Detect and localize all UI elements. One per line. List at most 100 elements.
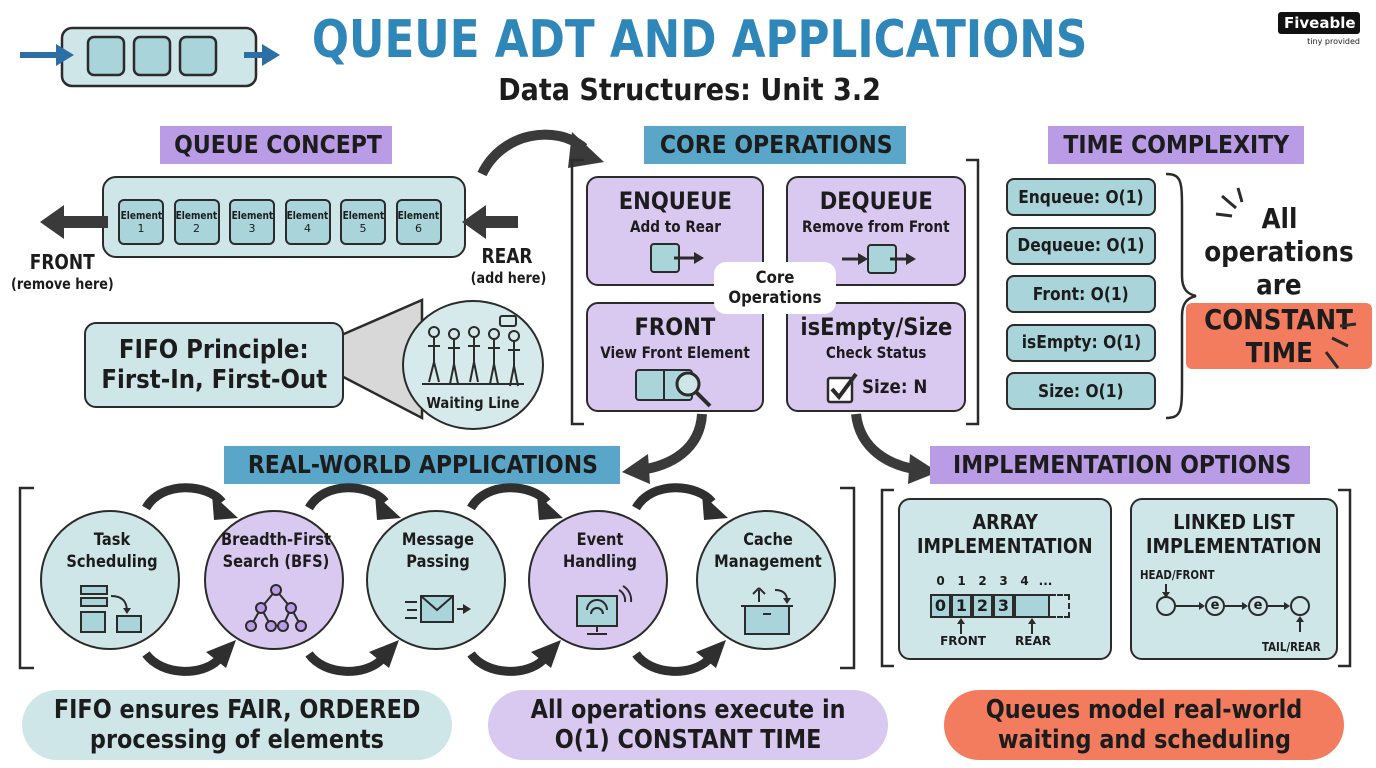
array-cell: 3 <box>993 594 1014 618</box>
array-index: ... <box>1038 574 1053 588</box>
queue-element-number: 2 <box>193 222 200 235</box>
application-arrow-top <box>632 483 716 511</box>
checkbox-icon <box>826 372 858 404</box>
front-op-subtitle: View Front Element <box>600 342 750 362</box>
note-line-1: All <box>1261 201 1297 235</box>
task-scheduling-icon <box>80 585 142 633</box>
application-title-1: Event <box>576 530 624 550</box>
linked-list-implementation-card: LINKED LIST IMPLEMENTATION <box>1130 498 1338 660</box>
footer-left-line-1: FIFO ensures FAIR, ORDERED <box>53 695 421 725</box>
complexity-item: Size: O(1) <box>1006 372 1156 410</box>
front-label: FRONT <box>29 250 95 274</box>
application-arrow-bottom <box>142 651 222 676</box>
queue-element-label: Element <box>175 209 218 222</box>
queue-element-label: Element <box>342 209 384 222</box>
application-arrow-top <box>467 483 551 511</box>
emphasis-lines-icon <box>1215 187 1357 369</box>
dequeue-subtitle: Remove from Front <box>802 216 950 236</box>
linked-list-node <box>1156 596 1176 616</box>
footer-left-line-2: processing of elements <box>89 725 385 755</box>
complexity-item: Front: O(1) <box>1006 275 1156 313</box>
fifo-principle-box: FIFO Principle: First-In, First-Out <box>84 322 344 408</box>
note-highlight-2: TIME <box>1245 335 1313 369</box>
linked-list-node <box>1290 596 1310 616</box>
head-front-label: HEAD/FRONT <box>1140 568 1215 582</box>
array-index: 4 <box>1020 574 1029 588</box>
linked-title-2: IMPLEMENTATION <box>1146 534 1322 558</box>
application-arrowhead-bottom <box>206 640 236 668</box>
application-arrowhead-bottom <box>369 640 399 668</box>
dequeue-card: DEQUEUE Remove from Front <box>786 176 966 286</box>
envelope-icon <box>405 595 471 623</box>
enqueue-subtitle: Add to Rear <box>629 216 721 236</box>
application-arrow-bottom <box>467 651 547 676</box>
array-title-2: IMPLEMENTATION <box>917 534 1093 558</box>
time-complexity-heading: TIME COMPLEXITY <box>1048 126 1304 164</box>
array-implementation-card: ARRAY IMPLEMENTATION <box>898 498 1112 660</box>
array-index: 3 <box>999 574 1008 588</box>
array-overflow-cell <box>1050 594 1070 618</box>
front-op-title: FRONT <box>634 313 716 341</box>
queue-concept-heading: QUEUE CONCEPT <box>160 126 392 164</box>
array-cell <box>1014 594 1050 618</box>
footer-middle-line-2: O(1) CONSTANT TIME <box>554 725 822 755</box>
complexity-note: All operations are CONSTANT TIME <box>1186 200 1372 370</box>
fifo-line-2: First-In, First-Out <box>101 365 327 395</box>
array-front-label: FRONT <box>940 634 986 648</box>
complexity-item-text: isEmpty: O(1) <box>1021 332 1141 353</box>
queue-element-label: Element <box>120 209 162 222</box>
note-highlight-1: CONSTANT <box>1204 302 1354 336</box>
ops-to-apps-arrow <box>622 413 707 484</box>
application-arrowhead-bottom <box>531 640 561 668</box>
bracket-apps <box>18 486 856 670</box>
complexity-item: Enqueue: O(1) <box>1006 178 1156 216</box>
queue-element-number: 5 <box>359 222 367 235</box>
core-operations-center-label: Core Operations <box>714 262 836 314</box>
bracket-ops <box>570 158 980 426</box>
isempty-card: isEmpty/Size Check Status <box>786 302 966 412</box>
application-title-2: Handling <box>563 552 637 572</box>
queue-element-number: 1 <box>137 222 145 235</box>
application-title-1: Task <box>93 530 131 550</box>
complexity-item-text: Enqueue: O(1) <box>1018 186 1144 208</box>
array-index: 2 <box>978 574 987 588</box>
application-arrowhead-bottom <box>696 640 726 668</box>
page-title: QUEUE ADT AND APPLICATIONS <box>312 10 1088 70</box>
front-arrow-icon <box>40 205 108 239</box>
footer-pill-right: Queues model real-world waiting and sche… <box>944 690 1344 760</box>
array-cell: 2 <box>972 594 993 618</box>
linked-list-node: e <box>1248 596 1268 616</box>
footer-right-line-2: waiting and scheduling <box>997 725 1291 755</box>
implementation-heading: IMPLEMENTATION OPTIONS <box>930 446 1310 484</box>
array-cell: 1 <box>951 594 972 618</box>
size-label: Size: N <box>862 376 928 398</box>
brand-tagline: tiny provided <box>1307 37 1360 46</box>
dequeue-title: DEQUEUE <box>819 187 933 215</box>
complexity-item-text: Dequeue: O(1) <box>1017 235 1145 256</box>
application-title-1: Message <box>401 530 475 550</box>
footer-pill-middle: All operations execute in O(1) CONSTANT … <box>488 690 888 760</box>
center-line-1: Core <box>755 268 795 288</box>
application-title-2: Scheduling <box>66 552 158 572</box>
isempty-title: isEmpty/Size <box>799 313 952 341</box>
enqueue-title: ENQUEUE <box>618 187 732 215</box>
complexity-brace <box>1165 172 1197 420</box>
array-title-1: ARRAY <box>972 510 1038 534</box>
page-subtitle: Data Structures: Unit 3.2 <box>498 72 882 108</box>
complexity-item-text: Size: O(1) <box>1038 380 1124 402</box>
note-line-3: are <box>1256 267 1302 301</box>
application-arrowhead-top <box>702 494 728 520</box>
